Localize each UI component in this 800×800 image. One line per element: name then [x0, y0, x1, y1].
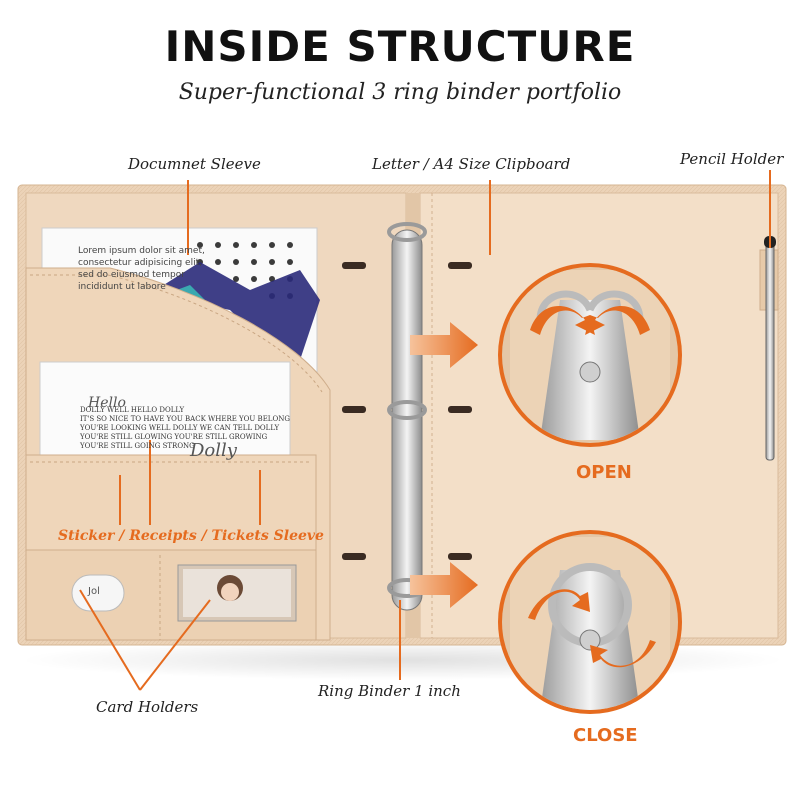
close-label: CLOSE	[573, 725, 638, 746]
label-clipboard: Letter / A4 Size Clipboard	[372, 155, 571, 173]
open-label: OPEN	[576, 462, 632, 483]
arrow-close	[410, 562, 478, 608]
ring-slots	[342, 262, 472, 560]
close-inset	[502, 534, 678, 710]
card-window-left	[71, 574, 125, 612]
label-pencil-holder: Pencil Holder	[680, 150, 784, 168]
lorem-text: Lorem ipsum dolor sit amet, consectetur …	[78, 246, 205, 292]
label-ring-binder: Ring Binder 1 inch	[318, 682, 461, 700]
photo-face	[221, 583, 239, 601]
label-sticker-sleeve: Sticker / Receipts / Tickets Sleeve	[58, 528, 324, 544]
pencil	[765, 239, 775, 461]
open-inset	[502, 267, 678, 443]
label-document-sleeve: Documnet Sleeve	[128, 155, 261, 173]
sleeve-stitch	[30, 274, 323, 393]
hello-script: Hello	[88, 395, 126, 411]
binder-rings	[387, 222, 427, 598]
dolly-script: Dolly	[190, 440, 237, 461]
callout-lines	[79, 170, 771, 691]
ink-splash	[140, 262, 320, 360]
dolly-lyrics: DOLLY WELL HELLO DOLLY IT'S SO NICE TO H…	[80, 406, 290, 450]
page-subtitle: Super-functional 3 ring binder portfolio	[178, 80, 622, 105]
page-title: INSIDE STRUCTURE	[164, 22, 636, 71]
label-card-holders: Card Holders	[96, 698, 199, 716]
card-text: Jol	[88, 586, 100, 597]
arrow-open	[410, 322, 478, 368]
